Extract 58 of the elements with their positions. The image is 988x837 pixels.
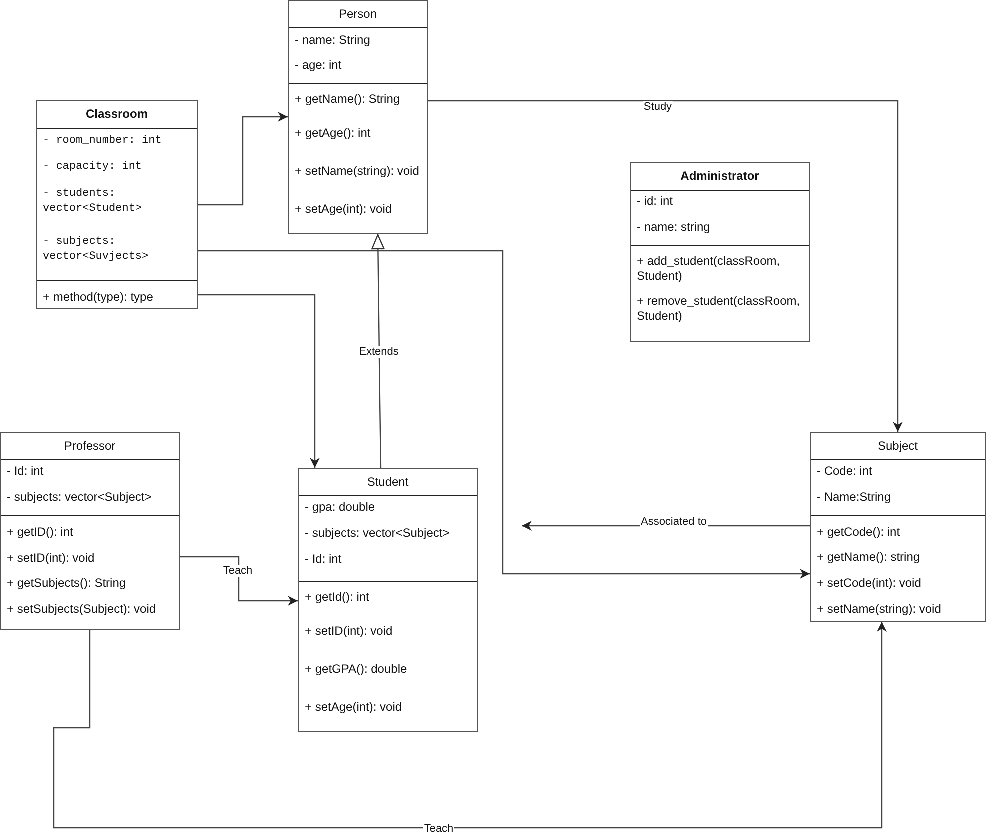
- method-text: + setSubjects(Subject): void: [7, 602, 158, 617]
- attribute-text: - subjects: vector<Suvjects>: [43, 235, 150, 265]
- edge-label: Teach: [423, 823, 455, 835]
- arrow: [180, 556, 298, 606]
- attribute-text: - age: int: [295, 58, 343, 73]
- attribute-text: - room_number: int: [43, 134, 163, 149]
- class-box: [36, 100, 198, 309]
- method-text: + getSubjects(): String: [7, 576, 128, 591]
- method-text: + remove_student(classRoom, Student): [637, 294, 802, 324]
- class-name: Classroom: [84, 106, 150, 122]
- method-text: + getName(): String: [295, 92, 402, 107]
- inheritance-arrow: [372, 234, 385, 468]
- method-text: + method(type): type: [43, 290, 154, 305]
- class-box: [298, 468, 478, 732]
- attribute-text: - capacity: int: [43, 160, 144, 175]
- arrow: [198, 250, 810, 579]
- arrow: [428, 100, 903, 432]
- method-text: + add_student(classRoom, Student): [637, 254, 782, 284]
- class-box: [810, 432, 986, 622]
- attribute-text: - Id: int: [305, 552, 343, 567]
- method-text: + getId(): int: [305, 590, 370, 605]
- arrow: [53, 622, 887, 829]
- edge-label: Teach: [222, 565, 254, 577]
- class-name: Subject: [876, 438, 920, 454]
- attribute-text: - gpa: double: [305, 500, 376, 515]
- method-text: + getGPA(): double: [305, 662, 408, 677]
- class-box: [0, 432, 180, 630]
- method-text: + getID(): int: [7, 525, 74, 540]
- method-text: + setID(int): void: [305, 624, 394, 639]
- edge-label: Study: [642, 101, 674, 113]
- attribute-text: - id: int: [637, 194, 674, 209]
- class-name: Student: [366, 474, 410, 490]
- method-text: + setCode(int): void: [817, 576, 922, 591]
- attribute-text: - subjects: vector<Subject>: [7, 490, 153, 505]
- attribute-text: - name: string: [637, 220, 712, 235]
- attribute-text: - Name:String: [817, 490, 892, 505]
- attribute-text: - Id: int: [7, 464, 45, 479]
- class-box: [288, 0, 428, 234]
- edge-label: Extends: [358, 346, 400, 358]
- method-text: + setName(string): void: [295, 164, 420, 179]
- method-text: + setAge(int): void: [305, 700, 404, 715]
- method-text: + getCode(): int: [817, 525, 902, 540]
- arrow: [198, 294, 320, 468]
- attribute-text: - name: String: [295, 33, 372, 48]
- method-text: + getName(): string: [817, 550, 922, 565]
- method-text: + getAge(): int: [295, 126, 372, 141]
- method-text: + setAge(int): void: [295, 202, 394, 217]
- class-box: [630, 162, 810, 342]
- class-name: Professor: [63, 438, 117, 454]
- arrow: [198, 112, 288, 206]
- attribute-text: - students: vector<Student>: [43, 187, 144, 217]
- attribute-text: - subjects: vector<Subject>: [305, 526, 451, 541]
- attribute-text: - Code: int: [817, 464, 874, 479]
- method-text: + setID(int): void: [7, 551, 96, 566]
- class-name: Administrator: [680, 168, 760, 184]
- edge-label: Associated to: [640, 516, 708, 528]
- class-name: Person: [338, 6, 378, 22]
- method-text: + setName(string): void: [817, 602, 942, 617]
